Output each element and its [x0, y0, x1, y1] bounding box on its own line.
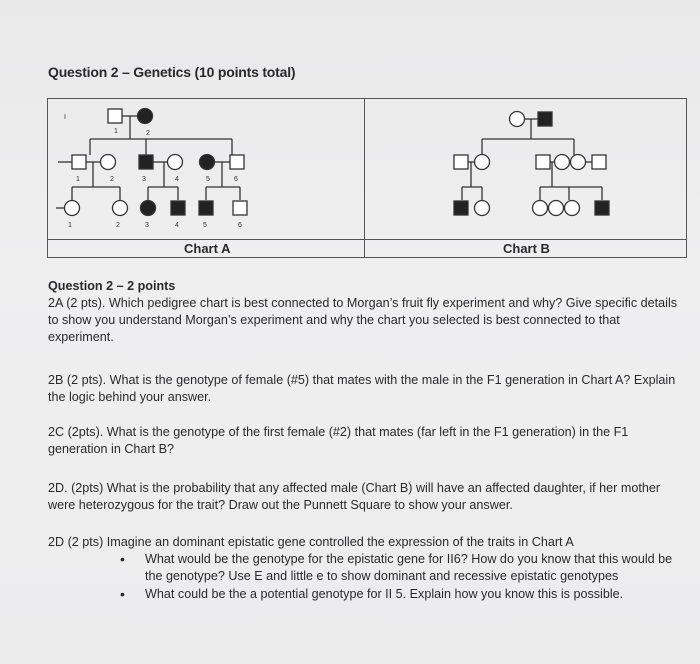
- list-item: • What could be the a potential genotype…: [48, 586, 685, 603]
- question-2c: 2C (2pts). What is the genotype of the f…: [48, 425, 629, 456]
- gen1-num-2: 2: [146, 130, 150, 137]
- question-2d-intro: 2D (2 pts) Imagine an dominant epistatic…: [48, 535, 574, 549]
- gen2-num-6: 6: [234, 176, 238, 183]
- gen2-num-3: 3: [142, 176, 146, 183]
- bullet-dot: •: [120, 551, 125, 567]
- gen3-num-6: 6: [238, 222, 242, 229]
- gen1-num-1: 1: [114, 128, 118, 135]
- gen2-num-2: 2: [110, 176, 114, 183]
- gen3-num-1: 1: [68, 222, 72, 229]
- chart-b-label: Chart B: [503, 241, 550, 256]
- question-2a: 2A (2 pts). Which pedigree chart is best…: [48, 296, 678, 344]
- gen3-num-2: 2: [116, 222, 120, 229]
- gen2-num-1: 1: [76, 176, 80, 183]
- gen3-num-5: 5: [203, 222, 207, 229]
- bullet-dot: •: [120, 586, 125, 602]
- bullet-text-1: What would be the genotype for the epist…: [145, 552, 673, 583]
- bullet-list: • What would be the genotype for the epi…: [48, 551, 688, 603]
- pedigree-chart-b: [453, 110, 610, 217]
- bullet-text-2: What could be the a potential genotype f…: [145, 587, 624, 601]
- gen2-num-5: 5: [206, 176, 210, 183]
- question-2b: 2B (2 pts). What is the genotype of fema…: [48, 373, 676, 404]
- chart-a-label: Chart A: [184, 241, 231, 256]
- question-2-section: Question 2 – 2 points 2A (2 pts). Which …: [48, 278, 688, 346]
- pedigree-chart-a: I 1 2 1 2 3 4 5 6 1 2 3 4 5 6: [56, 107, 248, 229]
- question-2d-epistasis: 2D (2 pts) Imagine an dominant epistatic…: [48, 534, 688, 603]
- gen-label-i: I: [64, 114, 66, 121]
- gen2-num-4: 4: [175, 176, 179, 183]
- gen3-num-3: 3: [145, 222, 149, 229]
- pedigree-chart-table: Chart A Chart B: [47, 98, 687, 258]
- question-2d-probability: 2D. (2pts) What is the probability that …: [48, 481, 661, 512]
- gen3-num-4: 4: [175, 222, 179, 229]
- subheading: Question 2 – 2 points: [48, 279, 176, 293]
- question-title: Question 2 – Genetics (10 points total): [48, 64, 296, 80]
- list-item: • What would be the genotype for the epi…: [48, 551, 685, 585]
- chart-divider: [364, 99, 365, 257]
- caption-divider: [48, 239, 686, 240]
